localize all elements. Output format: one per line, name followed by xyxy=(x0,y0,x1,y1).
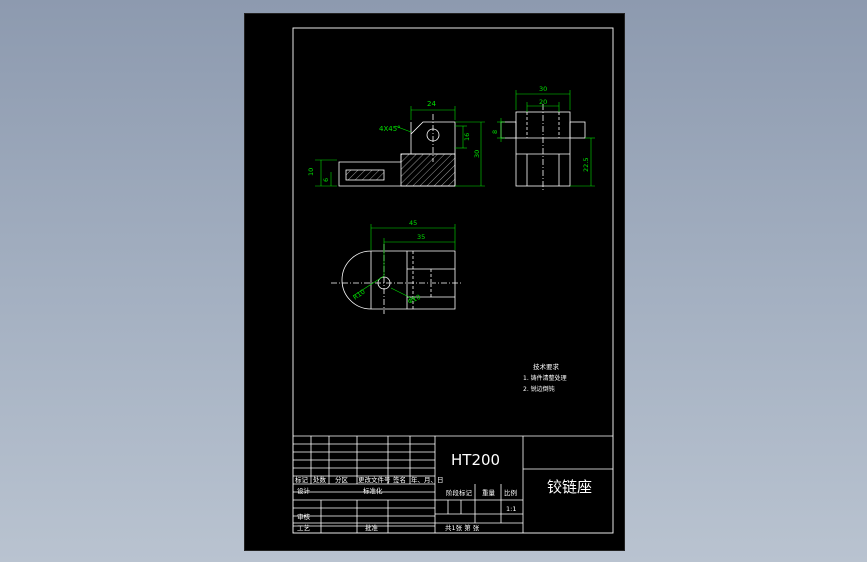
tb-sheets: 共1张 第 张 xyxy=(445,523,480,532)
tb-label-date: 年、月、日 xyxy=(411,475,444,484)
part-name: 铰链座 xyxy=(547,478,592,496)
tech-req-title: 技术要求 xyxy=(533,362,560,371)
side-view xyxy=(500,104,586,190)
tb-label-standardize: 标准化 xyxy=(363,486,383,495)
front-view xyxy=(338,114,456,187)
dim-side-left: 8 xyxy=(491,130,499,134)
material-label: HT200 xyxy=(451,451,500,469)
dim-side-inner: 20 xyxy=(539,98,547,106)
top-view-dimensions xyxy=(352,224,456,301)
dim-top-width: 24 xyxy=(427,100,436,108)
tb-label-review: 审核 xyxy=(297,512,311,521)
drawing-sheet: 24 4X45° 16 30 10 6 30 20 8 22.5 xyxy=(244,13,625,551)
front-view-dimensions xyxy=(315,106,485,187)
top-view xyxy=(331,244,463,314)
dim-left-height: 10 xyxy=(307,168,315,176)
tb-label-sign: 签名 xyxy=(393,475,406,484)
dim-base-height: 6 xyxy=(322,178,330,182)
tb-label-stage: 阶段标记 xyxy=(446,488,473,497)
dim-hole-height: 16 xyxy=(463,133,471,141)
dim-side-right: 22.5 xyxy=(582,158,590,172)
dim-total-height: 30 xyxy=(473,150,481,158)
side-view-dimensions xyxy=(497,90,595,187)
title-block-grid xyxy=(293,435,613,533)
tb-label-process: 工艺 xyxy=(297,524,311,532)
dim-chamfer: 4X45° xyxy=(379,125,401,133)
dim-plan-inner: 35 xyxy=(417,233,425,241)
cad-drawing: 24 4X45° 16 30 10 6 30 20 8 22.5 xyxy=(292,27,614,534)
tb-label-design: 设计 xyxy=(297,486,311,495)
tb-label-change-doc: 更改文件号 xyxy=(358,475,391,484)
dim-plan-len: 45 xyxy=(409,219,417,227)
dim-side-width: 30 xyxy=(539,85,547,93)
tech-req-item: 2. 锐边倒钝 xyxy=(523,385,555,393)
tb-label-scale: 比例 xyxy=(504,488,517,497)
tech-req-item: 1. 铸件清整处理 xyxy=(523,374,567,382)
tb-label-zone: 分区 xyxy=(335,475,349,484)
tb-label-weight: 重量 xyxy=(482,489,496,497)
tb-label-mark: 标记 xyxy=(295,475,309,484)
drawing-frame xyxy=(292,27,614,534)
dim-hole-dia: Φ10 xyxy=(406,293,422,306)
tb-label-count: 处数 xyxy=(313,475,327,484)
tb-scale-value: 1:1 xyxy=(506,505,516,513)
dim-radius: R10 xyxy=(352,288,367,302)
tb-label-approve: 批准 xyxy=(365,523,379,532)
